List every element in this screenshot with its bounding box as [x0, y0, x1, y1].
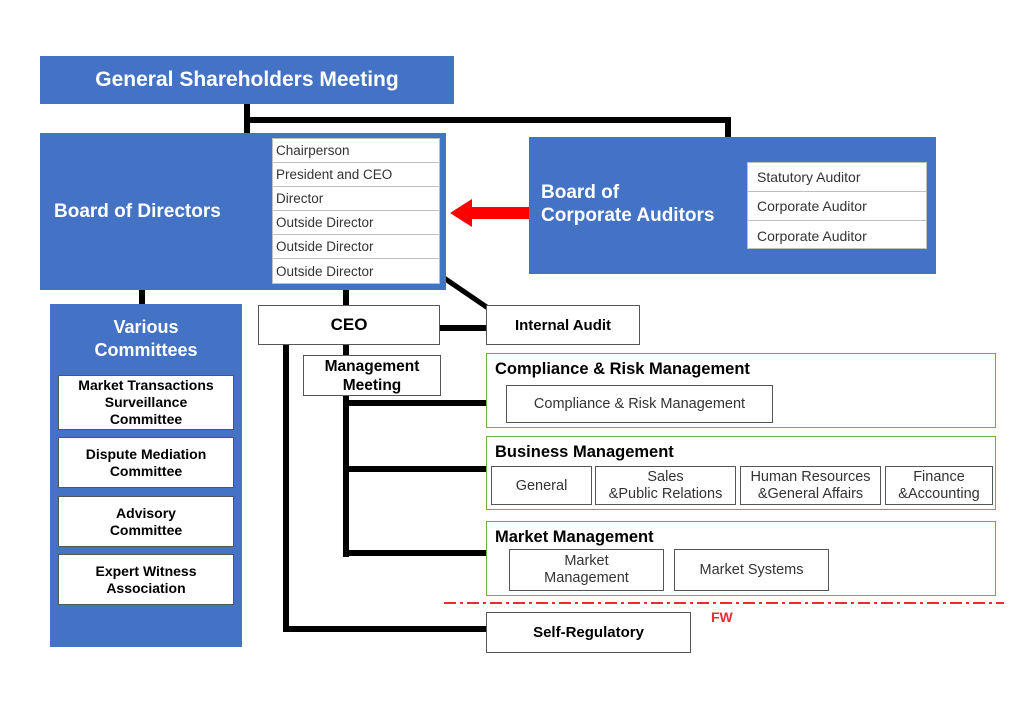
- shareholders-meeting-label: General Shareholders Meeting: [95, 68, 399, 91]
- business-unit-hr: Human Resources &General Affairs: [740, 466, 881, 505]
- market-unit-management: Market Management: [509, 549, 664, 591]
- business-section-title: Business Management: [495, 443, 674, 461]
- diagonal-connector: [442, 275, 490, 311]
- market-section-title: Market Management: [495, 528, 654, 546]
- role-row: Outside Director: [273, 235, 439, 259]
- board-of-directors-box: Board of Directors Chairperson President…: [40, 133, 446, 290]
- shareholders-meeting-box: General Shareholders Meeting: [40, 56, 454, 104]
- role-row: Outside Director: [276, 263, 374, 279]
- audit-arrow: [450, 199, 532, 227]
- internal-audit-box: Internal Audit: [486, 305, 640, 345]
- board-of-auditors-box: Board of Corporate Auditors Statutory Au…: [529, 137, 936, 274]
- market-section: Market Management Market Management Mark…: [486, 521, 996, 596]
- fw-label: FW: [711, 609, 733, 625]
- firewall-line: [444, 602, 1004, 604]
- director-roles-table: Chairperson President and CEO Director O…: [272, 138, 440, 284]
- board-of-directors-label: Board of Directors: [54, 201, 221, 222]
- committee-expert-witness: Expert Witness Association: [58, 554, 234, 605]
- role-row: Corporate Auditor: [748, 192, 926, 221]
- business-section: Business Management General Sales &Publi…: [486, 436, 996, 510]
- role-row: President and CEO: [273, 163, 439, 187]
- committee-advisory: Advisory Committee: [58, 496, 234, 547]
- committee-market-surveillance: Market Transactions Surveillance Committ…: [58, 375, 234, 430]
- various-committees-label: Various Committees: [94, 317, 198, 360]
- management-meeting-box: Management Meeting: [303, 355, 441, 396]
- board-of-auditors-label: Board of Corporate Auditors: [541, 182, 715, 226]
- business-unit-finance: Finance &Accounting: [885, 466, 993, 505]
- compliance-unit: Compliance & Risk Management: [506, 385, 773, 423]
- role-row: Statutory Auditor: [748, 163, 926, 192]
- business-unit-general: General: [491, 466, 592, 505]
- compliance-section: Compliance & Risk Management Compliance …: [486, 353, 996, 428]
- market-unit-systems: Market Systems: [674, 549, 829, 591]
- auditor-roles-table: Statutory Auditor Corporate Auditor Corp…: [747, 162, 927, 249]
- self-regulatory-box: Self-Regulatory: [486, 612, 691, 653]
- role-row: Corporate Auditor: [757, 227, 867, 244]
- ceo-box: CEO: [258, 305, 440, 345]
- role-row: Chairperson: [273, 139, 439, 163]
- role-row: Outside Director: [273, 211, 439, 235]
- compliance-section-title: Compliance & Risk Management: [495, 360, 750, 378]
- role-row: Director: [273, 187, 439, 211]
- business-unit-sales: Sales &Public Relations: [595, 466, 736, 505]
- committee-dispute-mediation: Dispute Mediation Committee: [58, 437, 234, 488]
